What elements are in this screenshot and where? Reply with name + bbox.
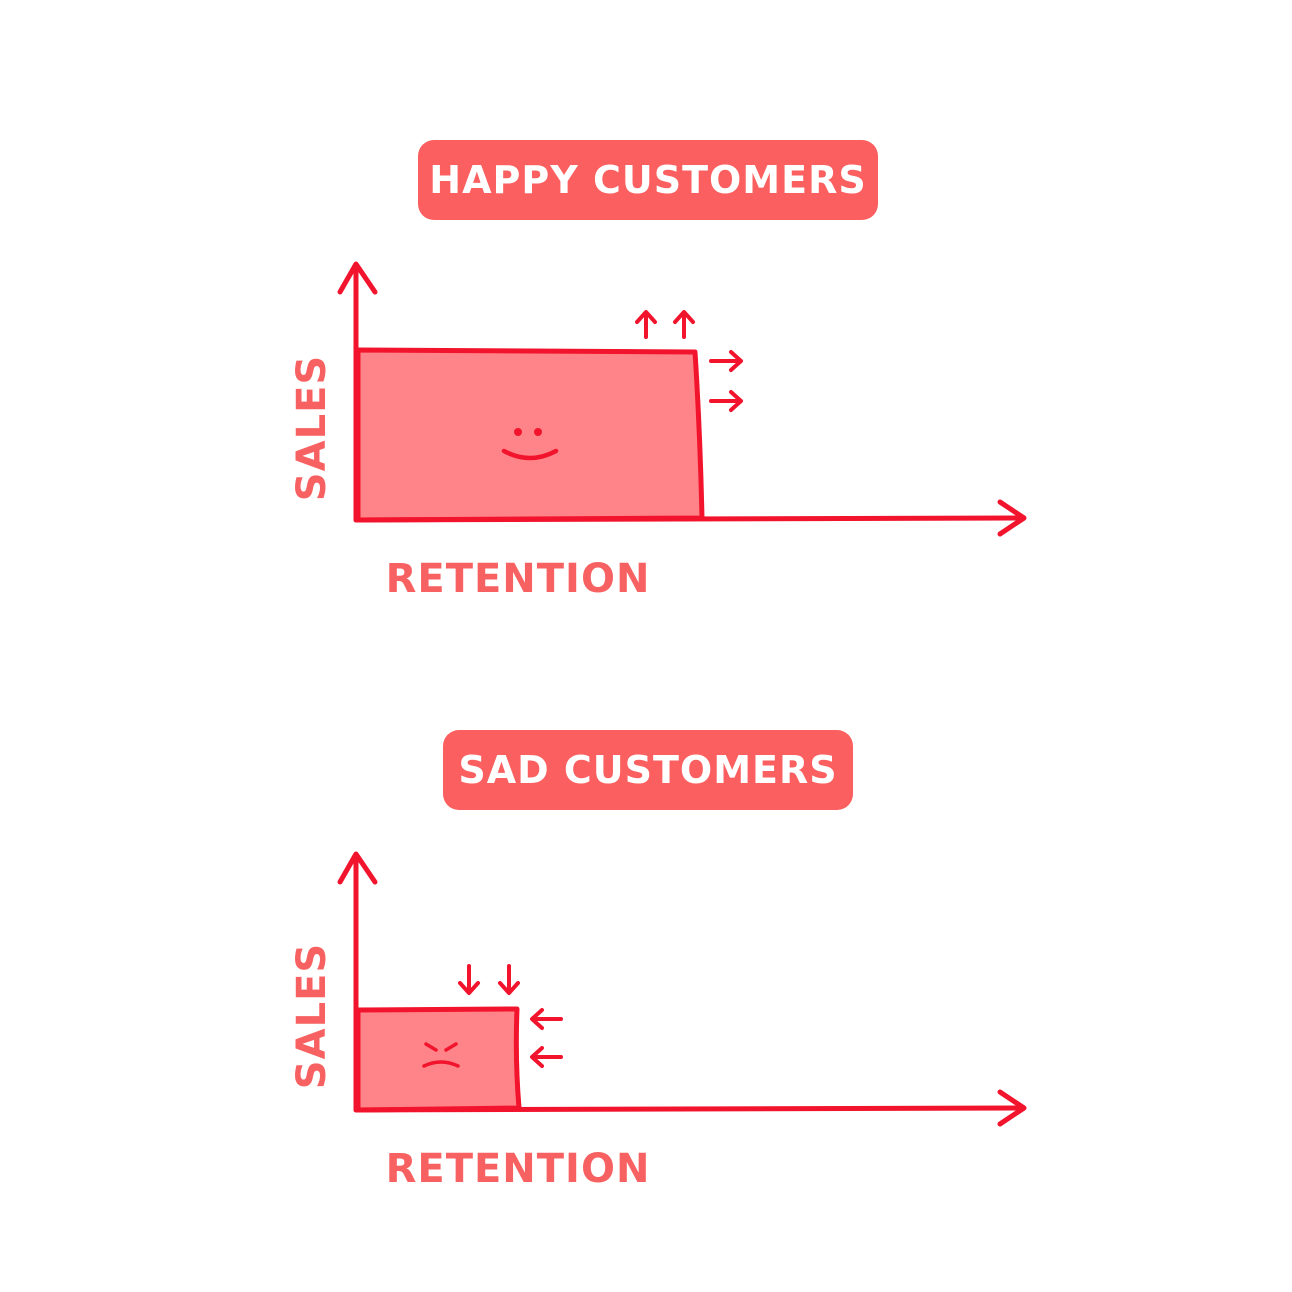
up-arrows-icon: [635, 310, 695, 339]
happy-customers-title: HAPPY CUSTOMERS: [418, 140, 878, 220]
y-axis-arrowhead: [337, 261, 378, 295]
sales-retention-area: [355, 1006, 522, 1113]
sad-customers-title: SAD CUSTOMERS: [443, 730, 853, 810]
x-axis: [353, 1105, 1023, 1113]
left-arrows-icon: [530, 1008, 563, 1068]
x-axis-arrowhead: [997, 1089, 1027, 1127]
right-arrows-icon: [709, 350, 743, 412]
smiley-face-icon: [501, 428, 559, 461]
x-axis-label: RETENTION: [386, 1146, 651, 1192]
y-axis-label: SALES: [289, 943, 335, 1089]
x-axis-arrowhead: [997, 499, 1027, 537]
x-axis: [353, 515, 1023, 523]
sad-customers-diagram: SALES RETENTION: [289, 851, 1027, 1192]
sales-retention-area: [355, 347, 705, 523]
y-axis-label: SALES: [289, 355, 335, 501]
y-axis-arrowhead: [337, 851, 378, 885]
frowning-face-icon: [422, 1042, 460, 1068]
down-arrows-icon: [458, 964, 520, 995]
x-axis-label: RETENTION: [386, 556, 651, 602]
happy-customers-diagram: SALES RETENTION: [289, 261, 1027, 602]
